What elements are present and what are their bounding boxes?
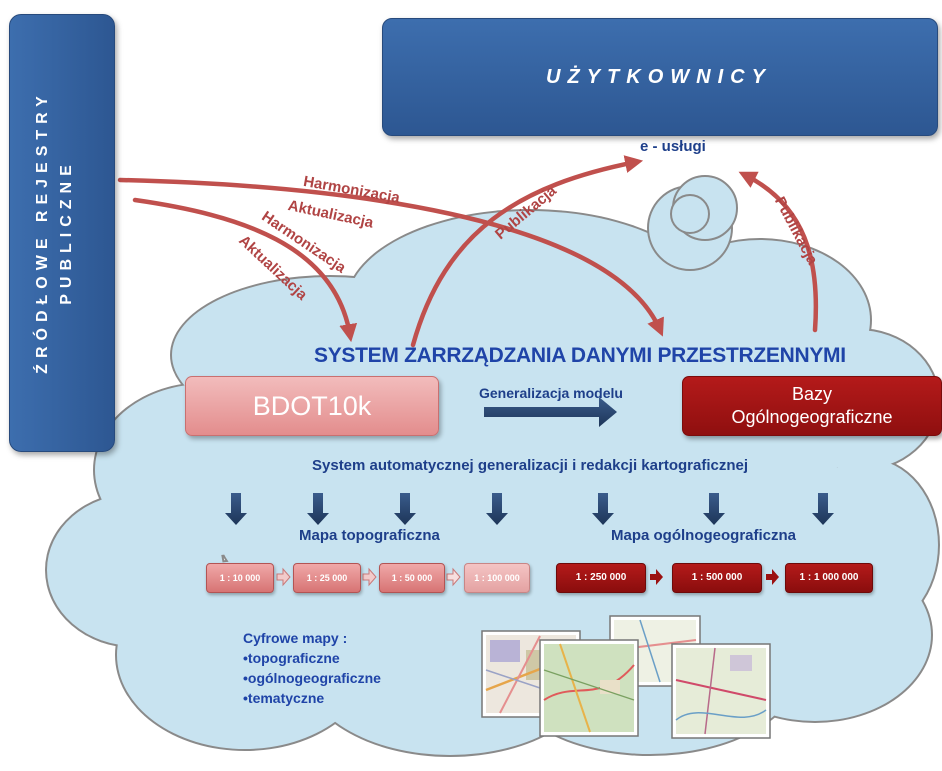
publication-arrow-center — [410, 155, 644, 348]
digital-maps-list: Cyfrowe mapy : •topograficzne •ogólnogeo… — [243, 628, 381, 708]
general-map-label: Mapa ogólnogeograficzna — [611, 527, 797, 544]
list-item: •tematyczne — [243, 690, 325, 706]
list-item: •topograficzne — [243, 650, 340, 666]
thought-bubbles — [647, 175, 738, 271]
sources-title-line1: ŹRÓDŁOWE REJESTRY — [34, 90, 51, 374]
bdot10k-box: BDOT10k — [185, 376, 439, 436]
users-title: UŻYTKOWNICY — [546, 66, 772, 88]
map-thumbnail-3 — [539, 639, 639, 737]
list-item: •ogólnogeograficzne — [243, 670, 381, 686]
scale-box: 1 : 50 000 — [379, 563, 445, 593]
harmonization-arrow-long — [117, 177, 664, 337]
users-box — [382, 18, 938, 136]
e-services-label: e - usługi — [640, 138, 706, 155]
scale-box: 1 : 10 000 — [206, 563, 274, 593]
scale-box: 1 : 100 000 — [464, 563, 530, 593]
down-arrows — [225, 493, 834, 525]
map-thumbnails — [481, 615, 771, 739]
general-databases-line2: Ogólnogeograficzne — [731, 407, 893, 427]
sources-box — [9, 14, 115, 452]
generalization-arrow — [484, 397, 617, 427]
system-title: SYSTEM ZARRZĄDZANIA DANYMI PRZESTRZENNYM… — [314, 344, 846, 367]
scale-box: 1 : 500 000 — [672, 563, 762, 593]
harmonization-arrow-short — [132, 197, 358, 343]
sources-title: ŹRÓDŁOWE REJESTRY PUBLICZNE — [31, 14, 91, 450]
generalization-label: Generalizacja modelu — [479, 385, 623, 401]
publication-arrow-right — [738, 171, 819, 333]
topographic-map-label: Mapa topograficzna — [299, 527, 440, 544]
map-thumbnail-4 — [671, 643, 771, 739]
scale-box: 1 : 25 000 — [293, 563, 361, 593]
scale-box: 1 : 1 000 000 — [785, 563, 873, 593]
general-databases-line1: Bazy — [791, 384, 833, 404]
scale-box: 1 : 250 000 — [556, 563, 646, 593]
auto-generalization-label: System automatycznej generalizacji i red… — [312, 457, 749, 474]
general-databases-box: Bazy Ogólnogeograficzne — [682, 376, 942, 436]
digital-maps-title: Cyfrowe mapy : — [243, 630, 348, 646]
scale-connectors — [276, 567, 779, 587]
flow-arrows — [117, 155, 819, 348]
sources-title-line2: PUBLICZNE — [58, 159, 75, 305]
